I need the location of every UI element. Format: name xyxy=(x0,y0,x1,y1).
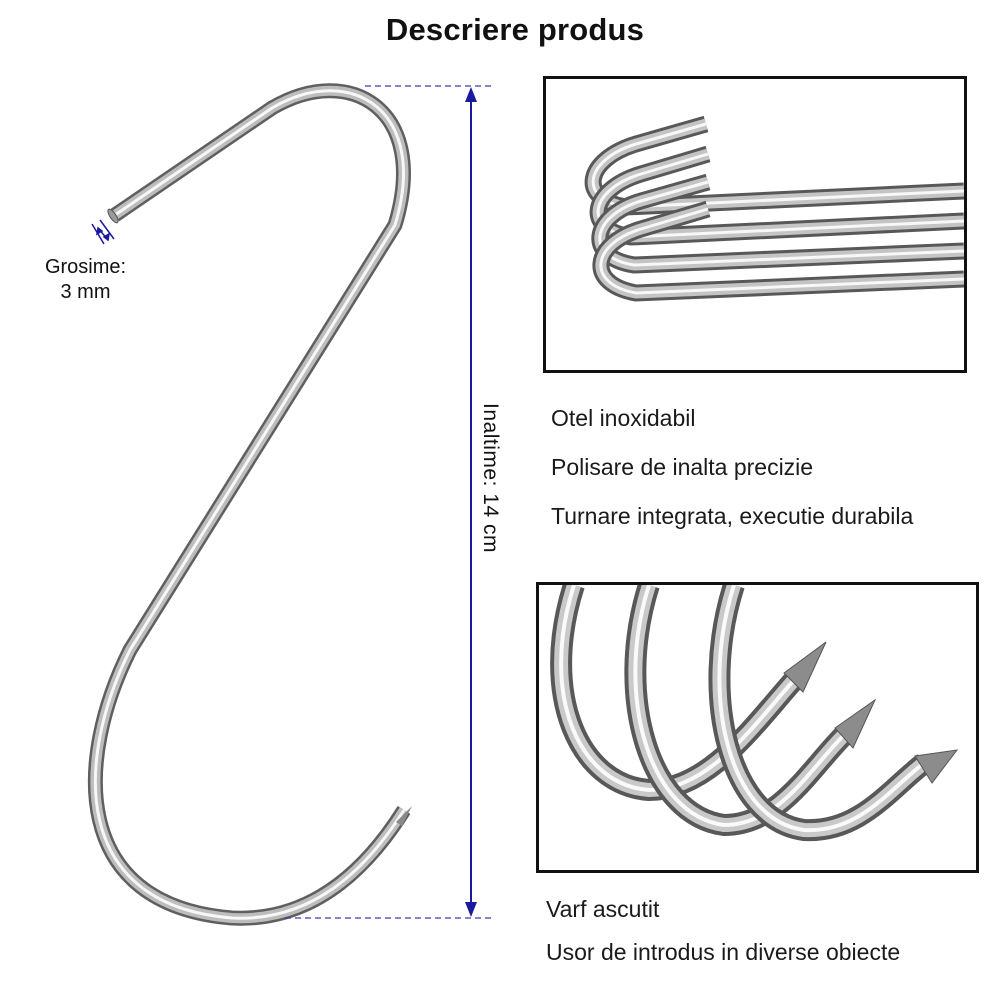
feature-precision-polish: Polisare de inalta precizie xyxy=(551,454,814,480)
s-hook-illustration xyxy=(87,83,492,926)
feature-sharp-tip: Varf ascutit xyxy=(546,896,660,922)
height-dimension-arrow-icon xyxy=(285,85,492,919)
thickness-label: Grosime: 3 mm xyxy=(28,255,143,305)
height-label: Inaltime: 14 cm xyxy=(479,403,502,553)
pointed-tips-image xyxy=(550,585,959,842)
thickness-label-line1: Grosime: xyxy=(44,256,127,278)
thickness-label-line2: 3 mm xyxy=(60,281,111,303)
detail-panel-polish xyxy=(543,76,967,373)
thickness-marker-icon xyxy=(91,219,115,245)
feature-integrated-casting: Turnare integrata, executie durabila xyxy=(551,503,914,529)
feature-easy-insert: Usor de introdus in diverse obiecte xyxy=(546,939,901,965)
stacked-hooks-image xyxy=(584,115,964,302)
page-title: Descriere produs xyxy=(385,12,645,47)
feature-stainless-steel: Otel inoxidabil xyxy=(551,405,696,431)
detail-panel-tips xyxy=(536,582,979,873)
